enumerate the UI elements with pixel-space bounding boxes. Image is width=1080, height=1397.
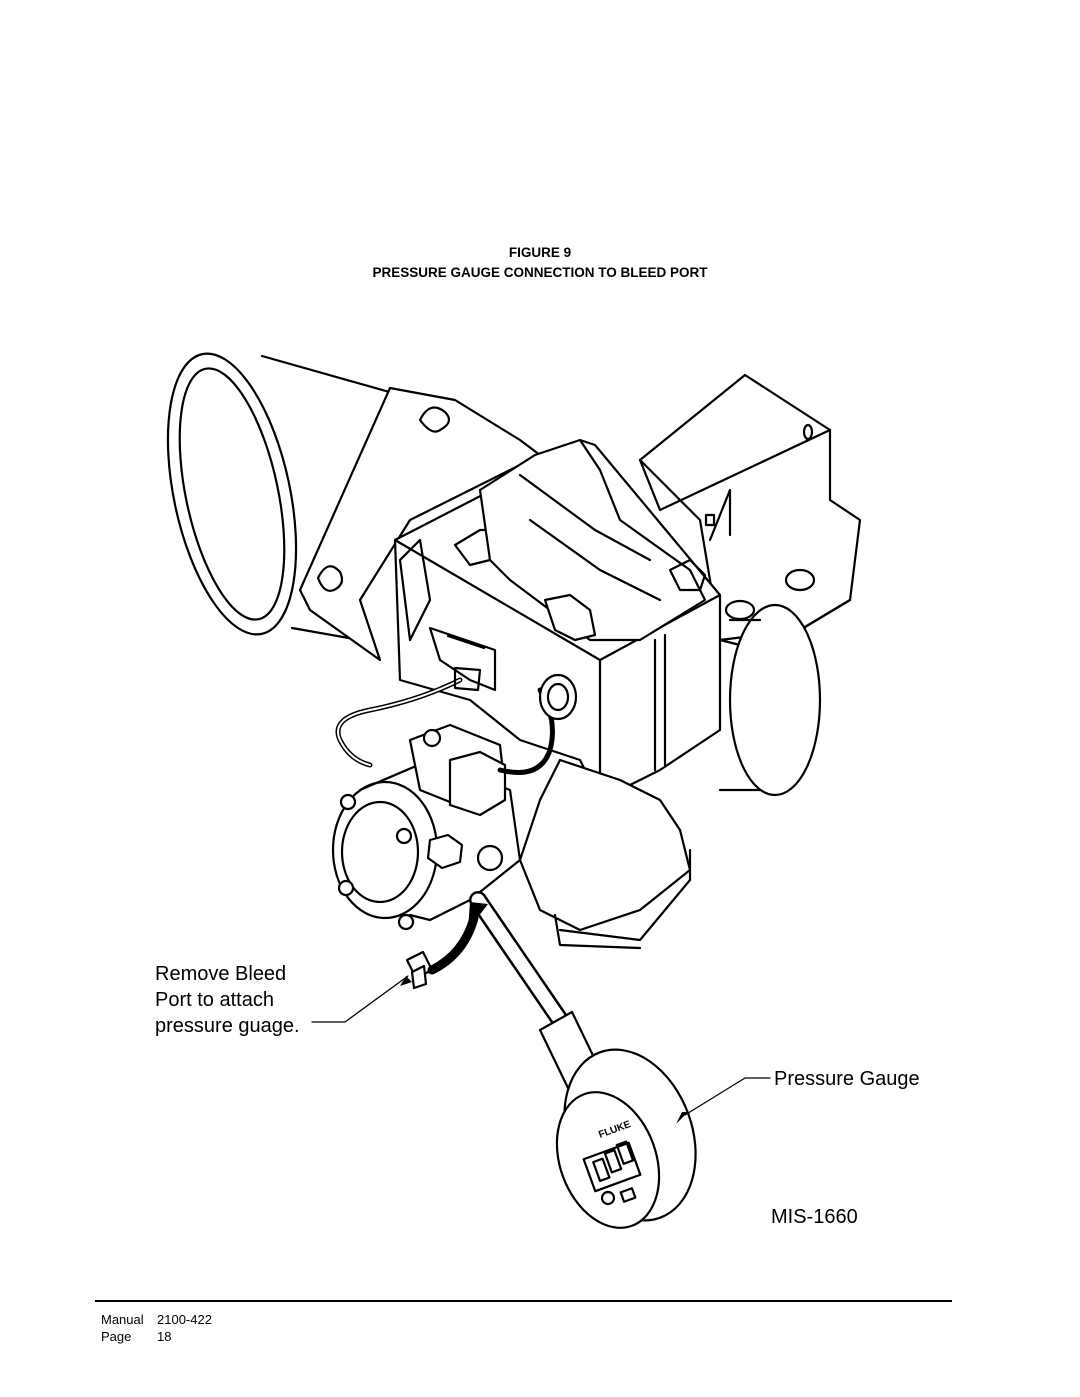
lower-housing bbox=[518, 758, 692, 932]
footer-divider bbox=[95, 1300, 952, 1302]
callout-line-1: Remove Bleed bbox=[155, 963, 287, 985]
removal-arrow bbox=[427, 913, 479, 975]
gauge-leader-line bbox=[684, 1077, 771, 1116]
page-label: Page bbox=[101, 1329, 132, 1344]
callout-line-3: pressure guage. bbox=[155, 1015, 300, 1037]
blast-tube bbox=[166, 352, 402, 642]
sight-port bbox=[538, 673, 578, 721]
bleed-port-callout: Remove Bleed Port to attach pressure gua… bbox=[155, 961, 300, 1039]
fuel-pump bbox=[331, 758, 522, 931]
igniter bbox=[453, 438, 707, 642]
solenoid-valve bbox=[408, 687, 555, 817]
pressure-gauge bbox=[555, 1048, 697, 1229]
drawing-number: MIS-1660 bbox=[771, 1206, 858, 1228]
page-footer: Manual 2100-422 Page 18 bbox=[101, 1311, 212, 1345]
manual-label: Manual bbox=[101, 1312, 144, 1327]
page-number: 18 bbox=[157, 1329, 172, 1344]
motor bbox=[718, 603, 822, 797]
figure-title: PRESSURE GAUGE CONNECTION TO BLEED PORT bbox=[372, 265, 708, 280]
bleed-leader-line bbox=[311, 975, 409, 1023]
manual-number: 2100-422 bbox=[157, 1312, 212, 1327]
figure-caption: FIGURE 9 PRESSURE GAUGE CONNECTION TO BL… bbox=[0, 243, 1080, 283]
figure-number: FIGURE 9 bbox=[508, 245, 572, 260]
mounting-flange bbox=[298, 386, 542, 662]
callout-line-2: Port to attach bbox=[155, 989, 274, 1011]
pressure-gauge-callout: Pressure Gauge bbox=[774, 1068, 920, 1090]
